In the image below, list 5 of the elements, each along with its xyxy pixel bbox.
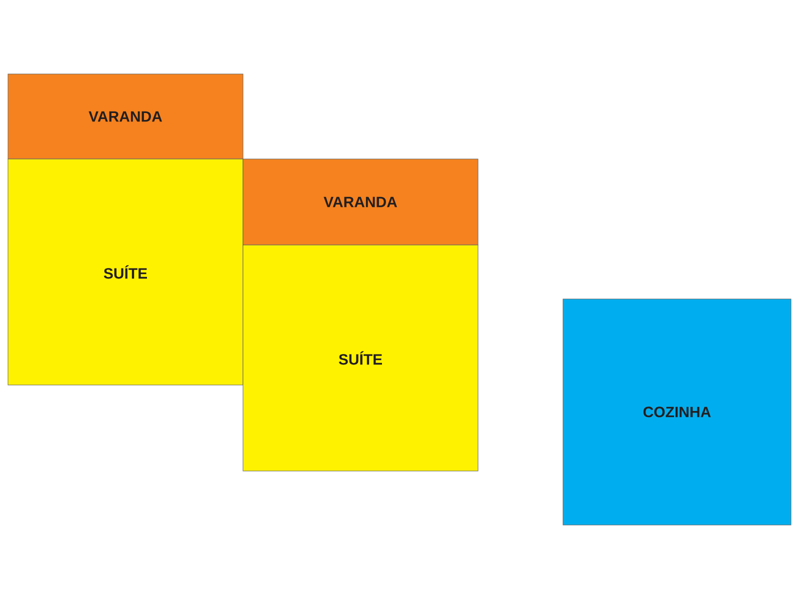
suite-room: SUÍTE bbox=[242, 244, 478, 472]
suite-room: SUÍTE bbox=[8, 158, 244, 386]
kitchen-room: COZINHA bbox=[562, 298, 792, 526]
balcony-room: VARANDA bbox=[8, 74, 244, 160]
balcony-room: VARANDA bbox=[242, 158, 478, 246]
